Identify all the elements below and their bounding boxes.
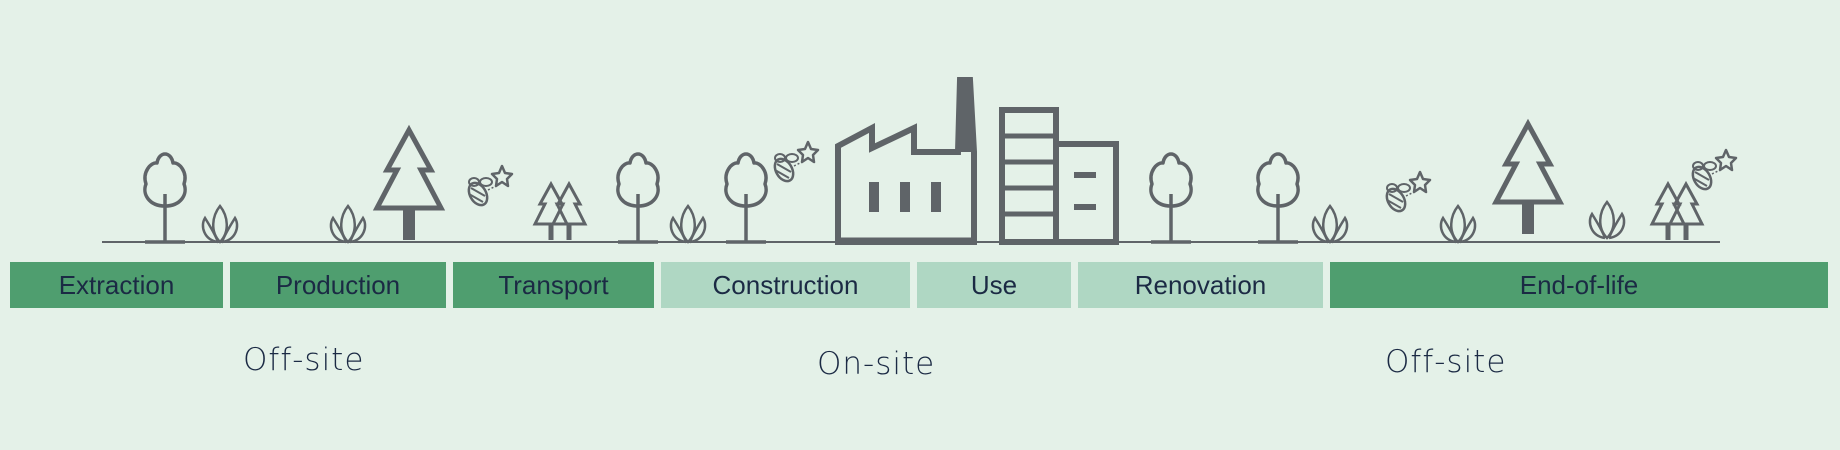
bee-flower-icon <box>1687 148 1738 194</box>
pine-tree-icon <box>377 130 441 240</box>
double-pine-icon <box>1652 184 1702 240</box>
round-tree-icon <box>143 152 187 244</box>
zone-label-onsite: On-site <box>817 346 936 382</box>
double-pine-icon <box>535 184 585 240</box>
round-tree-icon <box>724 152 768 244</box>
leaf-plant-icon <box>1439 204 1477 244</box>
leaf-plant-icon <box>329 204 367 244</box>
round-tree-icon <box>1149 152 1193 244</box>
leaf-plant-icon <box>1311 204 1349 244</box>
stage-production: Production <box>230 262 446 308</box>
stage-extraction: Extraction <box>10 262 223 308</box>
stage-end-of-life: End-of-life <box>1330 262 1828 308</box>
bee-flower-icon <box>463 164 514 210</box>
stage-label: Construction <box>712 269 859 300</box>
stage-label: Renovation <box>1134 269 1267 300</box>
stage-label: Production <box>275 269 401 300</box>
round-tree-icon <box>1256 152 1300 244</box>
stage-label: Extraction <box>58 269 175 300</box>
zone-label-offsite-right: Off-site <box>1385 344 1507 380</box>
stage-label: End-of-life <box>1519 269 1639 300</box>
factory-icon <box>835 77 977 245</box>
building-icon <box>999 107 1119 245</box>
stage-renovation: Renovation <box>1078 262 1323 308</box>
bee-flower-icon <box>1381 170 1432 216</box>
round-tree-icon <box>616 152 660 244</box>
stage-use: Use <box>917 262 1071 308</box>
stage-label: Use <box>970 269 1018 300</box>
stage-transport: Transport <box>453 262 654 308</box>
stage-label: Transport <box>498 269 609 300</box>
pine-tree-icon <box>1496 124 1560 234</box>
leaf-plant-icon <box>669 204 707 244</box>
zone-label-offsite-left: Off-site <box>243 342 365 378</box>
bee-flower-icon <box>769 140 820 186</box>
leaf-plant-icon <box>201 204 239 244</box>
leaf-plant-icon <box>1588 200 1626 240</box>
stage-construction: Construction <box>661 262 910 308</box>
